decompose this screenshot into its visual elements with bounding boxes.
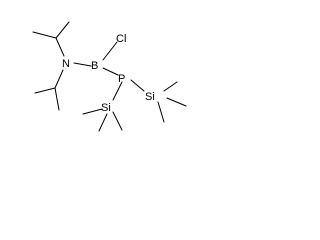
bond-b-p	[102, 67, 119, 76]
atom-label-p: P	[118, 73, 125, 85]
bonds	[32, 21, 187, 132]
bond-p-si-left	[112, 81, 123, 101]
bond-p-si-right	[130, 79, 145, 92]
bond-lower-ch-methyl-down	[54, 87, 60, 111]
bond-si-right-methyl-up	[163, 81, 178, 92]
bond-n-upper-ch	[55, 37, 65, 57]
bond-b-cl	[102, 41, 118, 61]
chemical-structure: Cl B N P Si Si	[32, 21, 187, 132]
bond-upper-ch-methyl-right	[55, 21, 70, 39]
atom-label-n: N	[62, 58, 70, 70]
atom-label-si-right: Si	[145, 91, 155, 103]
bond-si-right-methyl-down	[157, 101, 165, 123]
atom-label-si-left: Si	[101, 102, 111, 114]
bond-si-right-methyl-right	[166, 97, 187, 107]
atom-labels: Cl B N P Si Si	[62, 33, 155, 114]
bond-n-lower-ch	[54, 69, 64, 89]
bond-si-left-methyl-down	[98, 113, 108, 132]
atom-label-b: B	[91, 60, 98, 72]
bond-si-left-methyl-left	[82, 108, 103, 115]
bond-upper-ch-methyl-left	[32, 31, 57, 39]
bond-n-b	[73, 62, 92, 67]
atom-label-cl: Cl	[116, 33, 126, 45]
bond-si-left-methyl-right	[112, 111, 123, 131]
bond-lower-ch-methyl-left	[34, 87, 56, 94]
